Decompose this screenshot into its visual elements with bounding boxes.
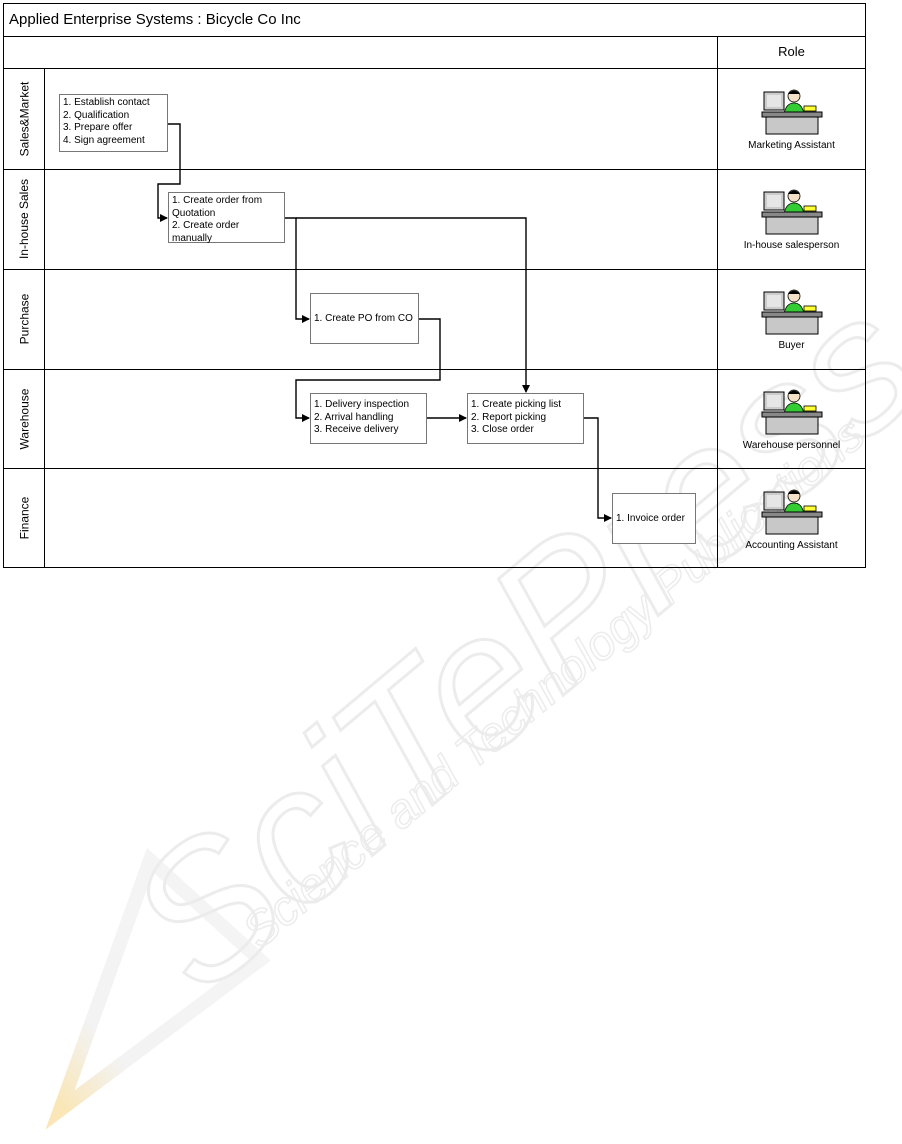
- lane-divider: [3, 269, 866, 270]
- role-header: Role: [778, 44, 805, 59]
- activity-box-sales: 1. Establish contact 2. Qualification 3.…: [59, 94, 168, 152]
- activity-box-purchase: 1. Create PO from CO: [310, 293, 419, 344]
- role-warehouse-personnel: Warehouse personnel: [717, 388, 866, 451]
- role-name: Buyer: [778, 340, 805, 351]
- label-column-divider: [44, 68, 45, 568]
- role-name: Warehouse personnel: [742, 440, 841, 451]
- role-column-divider: [717, 37, 718, 568]
- lane-label-inhouse: In-house Sales: [17, 178, 31, 260]
- role-accounting-assistant: Accounting Assistant: [717, 488, 866, 551]
- activity-box-picking: 1. Create picking list 2. Report picking…: [467, 393, 584, 444]
- activity-box-delivery: 1. Delivery inspection 2. Arrival handli…: [310, 393, 427, 444]
- role-name: Accounting Assistant: [745, 540, 838, 551]
- lane-label-finance: Finance: [17, 496, 32, 540]
- person-at-desk-icon: [761, 489, 822, 535]
- swimlane-frame: [3, 3, 866, 568]
- lane-divider: [3, 468, 866, 469]
- lane-label-warehouse: Warehouse: [17, 388, 32, 449]
- lane-label-purchase: Purchase: [17, 293, 32, 345]
- role-name: Marketing Assistant: [748, 140, 835, 151]
- diagram-title: Applied Enterprise Systems : Bicycle Co …: [9, 11, 301, 28]
- activity-box-invoice: 1. Invoice order: [612, 493, 696, 544]
- lane-divider: [3, 369, 866, 370]
- lane-divider: [3, 169, 866, 170]
- watermark-logo-icon: [45, 847, 271, 1130]
- person-at-desk-icon: [761, 89, 822, 135]
- role-inhouse-salesperson: In-house salesperson: [717, 188, 866, 251]
- person-at-desk-icon: [761, 389, 822, 435]
- header-divider: [3, 68, 866, 69]
- activity-box-inhouse: 1. Create order from Quotation 2. Create…: [168, 192, 285, 244]
- role-name: In-house salesperson: [743, 240, 840, 251]
- lane-label-sales: Sales&Market: [17, 81, 32, 156]
- title-row: Applied Enterprise Systems : Bicycle Co …: [3, 3, 866, 37]
- role-buyer: Buyer: [717, 288, 866, 351]
- person-at-desk-icon: [761, 189, 822, 235]
- role-marketing-assistant: Marketing Assistant: [717, 88, 866, 151]
- person-at-desk-icon: [761, 289, 822, 335]
